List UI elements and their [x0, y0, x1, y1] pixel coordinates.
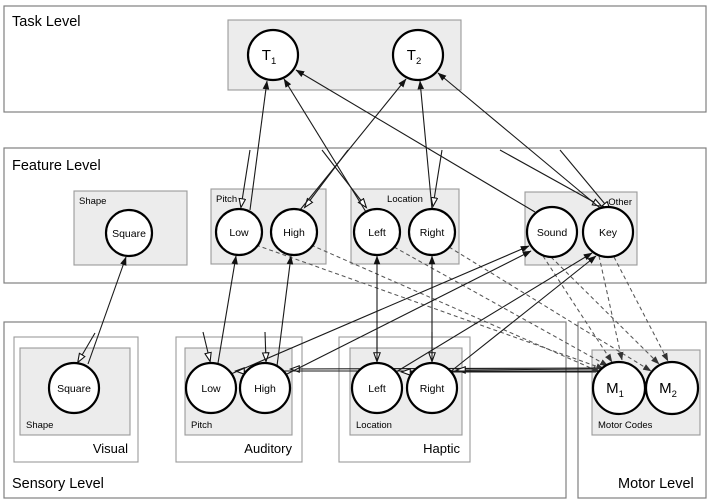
level-label-motor: Motor Level	[618, 476, 694, 492]
group-label-feature-shape: Shape	[79, 196, 106, 207]
node-feat-key[interactable]: Key	[581, 205, 635, 259]
node-label-feat-square: Square	[112, 228, 146, 240]
node-circle-feat-square	[104, 208, 154, 258]
group-label-feature-other: Other	[608, 197, 632, 208]
node-label-sens-high: High	[254, 383, 276, 395]
node-circle-feat-right	[407, 207, 457, 257]
edge-hollow-task-t1-to-feat-key	[499, 149, 601, 206]
node-label-feat-left: Left	[368, 227, 386, 239]
edge-hollow-environment-to-sens-square	[78, 332, 96, 362]
edge-hollow-motor-m1-to-sens-right	[457, 369, 598, 370]
edge-solid-feat-sound-to-task-t1	[295, 69, 536, 213]
node-sens-right[interactable]: Right	[405, 361, 459, 415]
edge-solid-feat-high-to-task-t2	[299, 78, 407, 211]
edge-solid-sens-left-to-feat-key	[395, 252, 593, 373]
node-label-sens-left: Left	[368, 383, 386, 395]
edge-dashed-feat-high-to-motor-m1	[310, 244, 601, 373]
modality-label-haptic: Haptic	[423, 441, 460, 456]
edge-solid-sens-right-to-feat-key	[449, 255, 597, 373]
level-label-sensory: Sensory Level	[12, 476, 104, 492]
level-label-feature: Feature Level	[12, 158, 101, 174]
node-feat-left[interactable]: Left	[352, 207, 402, 257]
edge-solid-sens-low-to-feat-sound	[230, 245, 530, 375]
edge-dashed-feat-key-to-motor-m1	[598, 255, 624, 361]
edge-solid-sens-high-to-feat-sound	[284, 250, 532, 376]
edge-hollow-environment-to-sens-high	[265, 331, 266, 361]
node-label-feat-high: High	[283, 227, 305, 239]
node-circle-sens-square	[47, 361, 101, 415]
group-label-sensory-shape: Shape	[26, 420, 53, 431]
node-circle-task-t1	[246, 28, 300, 82]
node-label-feat-sound: Sound	[537, 227, 568, 239]
node-subscript-motor-m2: 2	[672, 389, 677, 400]
node-motor-m2[interactable]: M2	[644, 360, 700, 416]
group-label-motor-codes: Motor Codes	[598, 420, 653, 431]
group-label-sensory-location: Location	[356, 420, 392, 431]
node-sens-high[interactable]: High	[238, 361, 292, 415]
node-feat-low[interactable]: Low	[214, 207, 264, 257]
node-task-t2[interactable]: T2	[391, 28, 445, 82]
edge-solid-sens-low-to-feat-low	[217, 255, 238, 364]
edge-hollow-task-t1-to-feat-left	[321, 149, 366, 207]
edge-hollow-environment-to-sens-low	[202, 331, 210, 361]
node-feat-square[interactable]: Square	[104, 208, 154, 258]
node-subscript-task-t2: 2	[416, 56, 421, 67]
edge-hollow-task-t1-to-feat-low	[241, 149, 251, 207]
node-circle-motor-m2	[644, 360, 700, 416]
edge-solid-feat-key-to-task-t2	[437, 72, 601, 209]
node-circle-motor-m1	[591, 360, 647, 416]
edge-dashed-feat-left-to-motor-m1	[393, 246, 609, 367]
edge-solid-feat-low-to-task-t1	[249, 80, 270, 211]
modality-label-auditory: Auditory	[244, 441, 292, 456]
node-circle-feat-sound	[525, 205, 579, 259]
node-task-t1[interactable]: T1	[246, 28, 300, 82]
edge-solid-sens-high-to-feat-high	[276, 255, 294, 367]
group-label-feature-pitch: Pitch	[216, 194, 237, 205]
edge-solid-feat-right-to-task-t2	[417, 80, 433, 210]
edge-dashed-feat-sound-to-motor-m1	[542, 255, 613, 363]
node-label-sens-right: Right	[420, 383, 445, 395]
node-circle-feat-left	[352, 207, 402, 257]
node-feat-sound[interactable]: Sound	[525, 205, 579, 259]
node-circle-feat-low	[214, 207, 264, 257]
node-circle-sens-right	[405, 361, 459, 415]
node-sens-left[interactable]: Left	[350, 361, 404, 415]
edge-solid-sens-square-to-feat-square	[87, 256, 127, 365]
node-circle-feat-high	[269, 207, 319, 257]
level-label-task: Task Level	[12, 14, 81, 30]
node-circle-sens-high	[238, 361, 292, 415]
group-label-sensory-pitch: Pitch	[191, 420, 212, 431]
edge-dashed-feat-right-to-motor-m2	[448, 246, 652, 372]
node-label-feat-right: Right	[420, 227, 445, 239]
group-label-feature-location: Location	[387, 194, 423, 205]
node-subscript-task-t1: 1	[271, 56, 276, 67]
node-label-sens-square: Square	[57, 383, 91, 395]
node-motor-m1[interactable]: M1	[591, 360, 647, 416]
node-label-feat-low: Low	[229, 227, 249, 239]
node-subscript-motor-m1: 1	[619, 389, 624, 400]
node-circle-sens-left	[350, 361, 404, 415]
edge-solid-feat-left-to-task-t1	[283, 78, 367, 213]
modality-label-visual: Visual	[93, 441, 128, 456]
node-circle-feat-key	[581, 205, 635, 259]
node-sens-square[interactable]: Square	[47, 361, 101, 415]
edge-dashed-feat-low-to-motor-m1	[255, 244, 605, 370]
node-feat-high[interactable]: High	[269, 207, 319, 257]
node-label-sens-low: Low	[201, 383, 221, 395]
edge-dashed-feat-sound-to-motor-m2	[550, 256, 660, 365]
edge-dashed-feat-key-to-motor-m2	[613, 256, 669, 362]
node-circle-sens-low	[184, 361, 238, 415]
node-circle-task-t2	[391, 28, 445, 82]
node-label-feat-key: Key	[599, 227, 618, 239]
node-sens-low[interactable]: Low	[184, 361, 238, 415]
edge-hollow-task-t2-to-feat-key	[559, 149, 610, 210]
node-feat-right[interactable]: Right	[407, 207, 457, 257]
edge-hollow-task-t2-to-feat-right	[433, 149, 443, 206]
